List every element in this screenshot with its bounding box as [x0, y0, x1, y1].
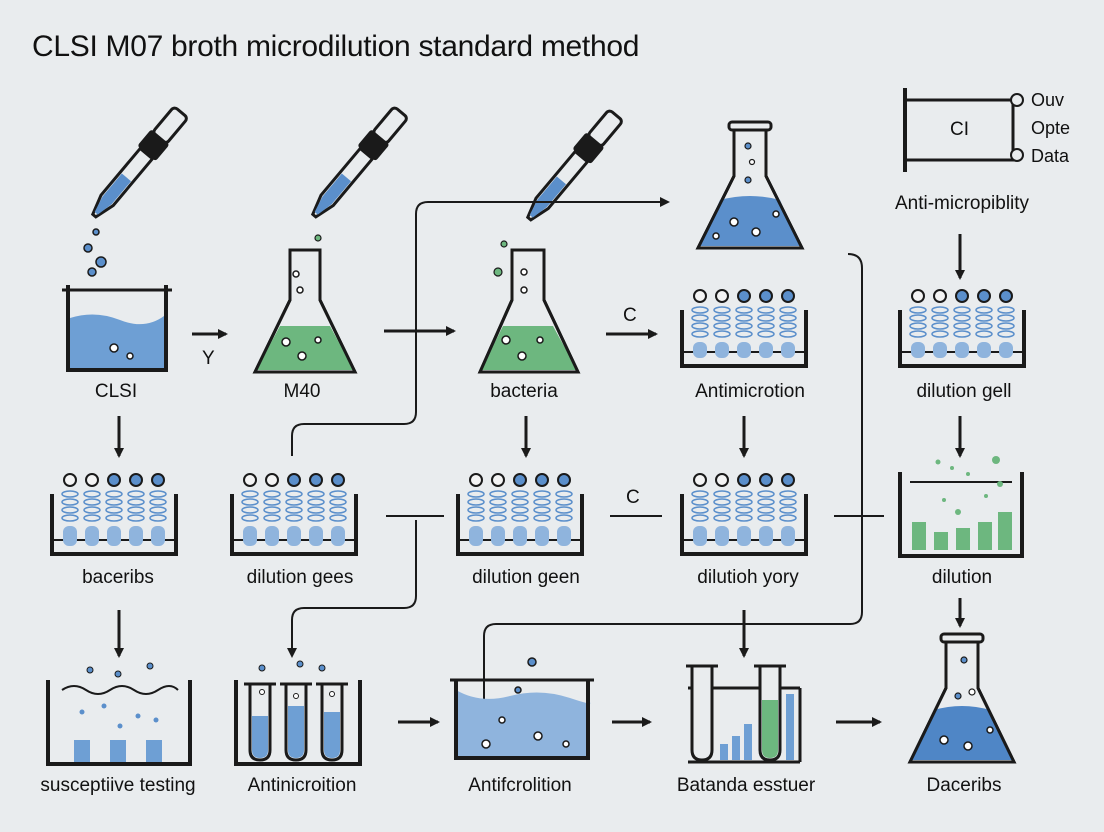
legend-node-icon: [1010, 148, 1024, 162]
tube-cap-icon: [911, 289, 925, 303]
tube-cap-icon: [557, 473, 571, 487]
growth-container-icon: [898, 456, 1024, 558]
tube-cap-icon: [781, 473, 795, 487]
connector-label: Y: [202, 348, 215, 369]
tube-cap-icon: [309, 473, 323, 487]
flask-icon: [252, 248, 358, 374]
tube-rack-icon: [456, 473, 584, 556]
connector-line: [483, 253, 863, 716]
legend-caption: Anti-micropiblity: [894, 193, 1030, 214]
legend-item: Ouv: [1031, 90, 1065, 110]
tube-cap-icon: [737, 473, 751, 487]
test-tubes-icon: [234, 660, 362, 766]
tube-cap-icon: [491, 473, 505, 487]
tube-cap-icon: [759, 473, 773, 487]
legend-box-text: CI: [950, 119, 969, 140]
legend-node-icon: [1010, 93, 1024, 107]
step-label: Antimicrotion: [695, 381, 805, 402]
step-label: Antinicroition: [247, 775, 357, 796]
step-label: dilution gell: [916, 381, 1012, 402]
legend-item: Opte: [1031, 118, 1071, 138]
step-label: dilution gees: [246, 567, 354, 588]
tube-cap-icon: [85, 473, 99, 487]
flask-icon: [477, 248, 581, 374]
droplet-icon: [314, 234, 322, 242]
tube-cap-icon: [513, 473, 527, 487]
connector-label: C: [623, 305, 637, 326]
tube-cap-icon: [535, 473, 549, 487]
step-label: dilution: [931, 567, 993, 588]
droplets-icon: [83, 228, 107, 277]
step-label: Daceribs: [926, 775, 1002, 796]
connector-line: [287, 520, 417, 658]
step-label: CLSI: [94, 381, 138, 402]
diagram-title: CLSI M07 broth microdilution standard me…: [32, 30, 640, 63]
tube-cap-icon: [781, 289, 795, 303]
tube-cap-icon: [693, 473, 707, 487]
tube-cap-icon: [331, 473, 345, 487]
tube-rack-icon: [898, 289, 1026, 368]
step-label: dilutioh yory: [697, 567, 799, 588]
tube-cap-icon: [151, 473, 165, 487]
beaker-icon: [62, 285, 172, 372]
tube-cap-icon: [287, 473, 301, 487]
step-label: Antifcrolition: [468, 775, 572, 796]
droplets-icon: [493, 240, 508, 277]
tube-cap-icon: [977, 289, 991, 303]
connector-line: [291, 197, 670, 456]
step-label: dilution geen: [472, 567, 580, 588]
step-label: Batanda esstuer: [676, 775, 816, 796]
tube-rack-icon: [680, 473, 808, 556]
tube-cap-icon: [999, 289, 1013, 303]
step-label: bacteria: [490, 381, 558, 402]
flask-icon: [907, 632, 1017, 764]
tube-cap-icon: [715, 473, 729, 487]
tube-cap-icon: [107, 473, 121, 487]
tube-cap-icon: [715, 289, 729, 303]
tube-cap-icon: [265, 473, 279, 487]
pipette-icon: [90, 106, 188, 219]
tube-cap-icon: [759, 289, 773, 303]
legend-box: [903, 88, 1024, 172]
step-label: baceribs: [82, 567, 154, 588]
legend-item: Data: [1031, 146, 1070, 166]
pipette-icon: [525, 109, 623, 222]
tube-cap-icon: [737, 289, 751, 303]
results-chart-icon: [686, 664, 802, 764]
tube-rack-icon: [680, 289, 808, 368]
step-label: susceptiive testing: [40, 775, 196, 796]
tube-rack-icon: [230, 473, 358, 556]
tube-cap-icon: [469, 473, 483, 487]
tube-rack-icon: [50, 473, 178, 556]
flask-icon: [695, 120, 805, 250]
step-label: M40: [283, 381, 321, 402]
tube-cap-icon: [129, 473, 143, 487]
tube-cap-icon: [933, 289, 947, 303]
susceptibility-container-icon: [46, 662, 192, 766]
tube-cap-icon: [63, 473, 77, 487]
broth-tank-icon: [450, 657, 594, 760]
tube-cap-icon: [243, 473, 257, 487]
tube-cap-icon: [693, 289, 707, 303]
connector-label: C: [626, 487, 640, 508]
tube-cap-icon: [955, 289, 969, 303]
pipette-icon: [310, 106, 408, 219]
